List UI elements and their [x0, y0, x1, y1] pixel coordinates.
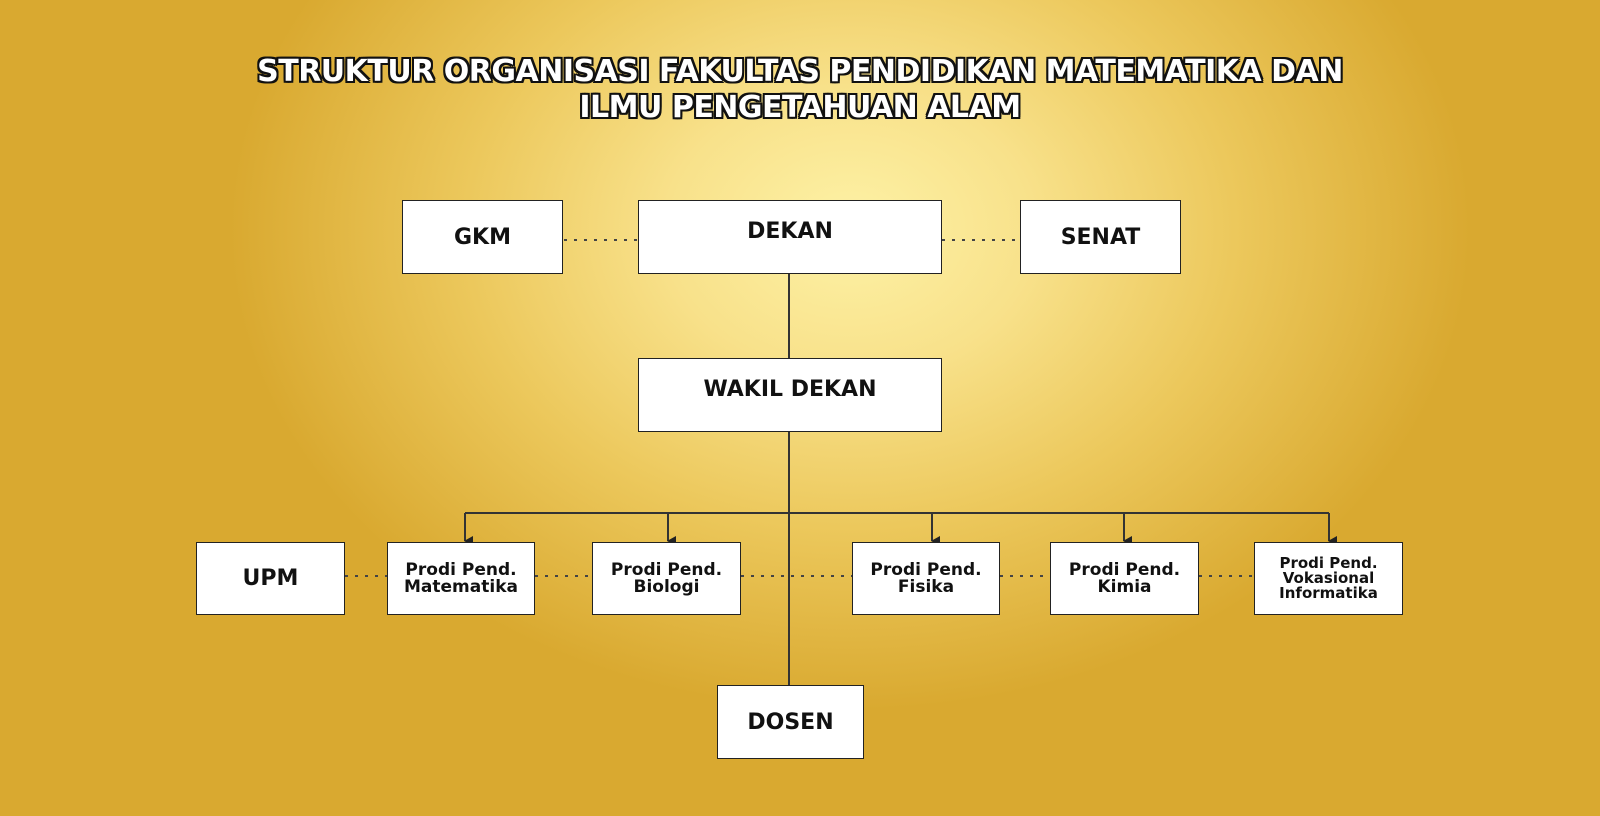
box-prodi-matematika: Prodi Pend. Matematika: [387, 542, 535, 615]
label-wakil-dekan: WAKIL DEKAN: [703, 377, 877, 402]
box-prodi-kimia: Prodi Pend. Kimia: [1050, 542, 1199, 615]
box-prodi-vokasional-informatika: Prodi Pend. Vokasional Informatika: [1254, 542, 1403, 615]
box-senat: SENAT: [1020, 200, 1181, 274]
label-prodi-kimia-1: Prodi Pend.: [1068, 559, 1181, 580]
label-prodi-matematika-1: Prodi Pend.: [405, 559, 517, 580]
label-prodi-biologi-2: Biologi: [633, 576, 700, 597]
label-dosen: DOSEN: [747, 709, 834, 735]
label-dekan: DEKAN: [747, 219, 833, 244]
label-prodi-biologi-1: Prodi Pend.: [610, 559, 723, 580]
title-line-2: ILMU PENGETAHUAN ALAM: [579, 90, 1021, 125]
label-prodi-kimia-2: Kimia: [1097, 576, 1152, 597]
label-upm: UPM: [242, 566, 299, 591]
label-prodi-vokasional-1: Prodi Pend.: [1279, 554, 1378, 572]
label-prodi-fisika-1: Prodi Pend.: [870, 559, 982, 580]
label-prodi-vokasional-3: Informatika: [1279, 584, 1378, 602]
label-gkm: GKM: [454, 224, 511, 250]
box-upm: UPM: [196, 542, 345, 615]
box-wakil-dekan: WAKIL DEKAN: [638, 358, 942, 432]
diagram-title: STRUKTUR ORGANISASI FAKULTAS PENDIDIKAN …: [200, 54, 1400, 126]
box-dosen: DOSEN: [717, 685, 864, 759]
label-senat: SENAT: [1060, 224, 1141, 250]
title-line-1: STRUKTUR ORGANISASI FAKULTAS PENDIDIKAN …: [257, 54, 1343, 89]
box-dekan: DEKAN: [638, 200, 942, 274]
box-prodi-fisika: Prodi Pend. Fisika: [852, 542, 1000, 615]
label-prodi-vokasional-2: Vokasional: [1282, 569, 1375, 587]
label-prodi-fisika-2: Fisika: [897, 576, 955, 597]
box-prodi-biologi: Prodi Pend. Biologi: [592, 542, 741, 615]
box-gkm: GKM: [402, 200, 563, 274]
label-prodi-matematika-2: Matematika: [404, 576, 518, 597]
